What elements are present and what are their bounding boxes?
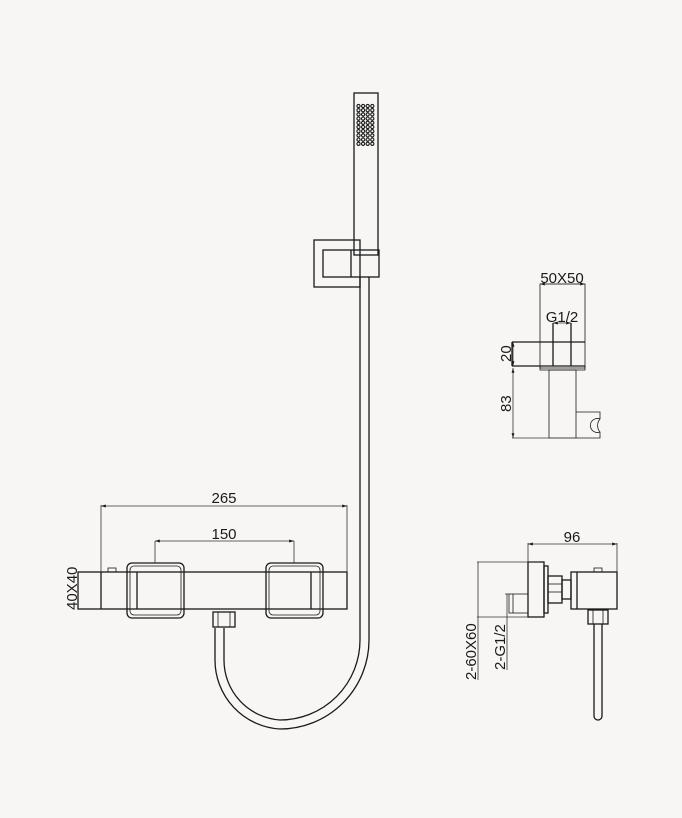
right-handle <box>265 562 324 619</box>
dimension-2-60x60: 2-60X60 <box>463 561 540 680</box>
dimension-g12: G1/2 <box>546 309 579 326</box>
spray-nozzle <box>360 112 366 117</box>
spray-nozzle <box>360 129 366 134</box>
spray-nozzle <box>370 141 375 146</box>
spray-nozzle <box>365 141 370 146</box>
dimension-83: 83 <box>498 368 515 438</box>
spray-nozzle <box>370 108 375 113</box>
dim-label-2-60x60: 2-60X60 <box>463 623 480 680</box>
spray-nozzle <box>370 116 375 121</box>
spray-nozzle-grid <box>356 103 375 146</box>
spray-nozzle <box>356 124 361 130</box>
spray-nozzle <box>365 129 370 134</box>
spray-nozzle <box>365 133 370 138</box>
spray-nozzle <box>370 129 375 134</box>
spray-nozzle <box>365 108 370 113</box>
spray-nozzle <box>370 103 375 109</box>
dimension-96: 96 <box>527 529 618 572</box>
dimension-50x50: 50X50 <box>540 270 585 287</box>
dim-label-g12: G1/2 <box>546 309 579 326</box>
dimension-20: 20 <box>498 342 515 366</box>
spray-nozzle <box>370 124 375 130</box>
dim-label-2-g12: 2-G1/2 <box>492 624 509 670</box>
dimension-40x40: 40X40 <box>64 567 81 610</box>
spray-nozzle <box>360 103 366 109</box>
dim-label-40x40: 40X40 <box>64 567 81 610</box>
spray-nozzle <box>365 124 370 130</box>
spray-nozzle <box>356 116 361 121</box>
spray-nozzle <box>356 103 361 109</box>
dim-label-265: 265 <box>211 490 236 507</box>
dim-label-20: 20 <box>498 345 515 362</box>
spray-nozzle <box>360 133 366 138</box>
dim-label-96: 96 <box>564 529 581 546</box>
spray-nozzle <box>365 112 370 117</box>
spray-nozzle <box>365 103 370 109</box>
spray-nozzle <box>356 112 361 117</box>
spray-nozzle <box>356 108 361 113</box>
hose <box>214 277 370 730</box>
spray-nozzle <box>365 116 370 121</box>
spray-nozzle <box>365 137 370 142</box>
dimension-265: 265 <box>100 490 348 572</box>
spray-nozzle <box>360 137 366 142</box>
dimension-150: 150 <box>154 526 295 563</box>
wall-bracket-view <box>511 283 601 439</box>
dimension-2-g12: 2-G1/2 <box>492 593 509 670</box>
spray-nozzle <box>356 129 361 134</box>
spray-nozzle <box>370 120 375 125</box>
left-handle <box>126 562 185 619</box>
spray-nozzle <box>356 137 361 142</box>
dim-label-150: 150 <box>211 526 236 543</box>
spray-nozzle <box>370 112 375 117</box>
spray-nozzle <box>360 141 366 146</box>
spray-nozzle <box>356 120 361 125</box>
spray-nozzle <box>356 141 361 146</box>
outlet-nut <box>212 611 236 628</box>
wall-holder <box>313 239 380 288</box>
dim-label-50x50: 50X50 <box>540 270 583 287</box>
spray-nozzle <box>360 124 366 130</box>
spray-nozzle <box>370 133 375 138</box>
dim-label-83: 83 <box>498 395 515 412</box>
side-view <box>508 561 618 721</box>
spray-nozzle <box>360 108 366 113</box>
spray-nozzle <box>360 120 366 125</box>
valve-body-front <box>77 562 348 628</box>
hand-shower-handle <box>353 92 379 256</box>
spray-nozzle <box>365 120 370 125</box>
spray-nozzle <box>360 116 366 121</box>
spray-nozzle <box>370 137 375 142</box>
hand-shower <box>353 92 379 256</box>
spray-nozzle <box>356 133 361 138</box>
